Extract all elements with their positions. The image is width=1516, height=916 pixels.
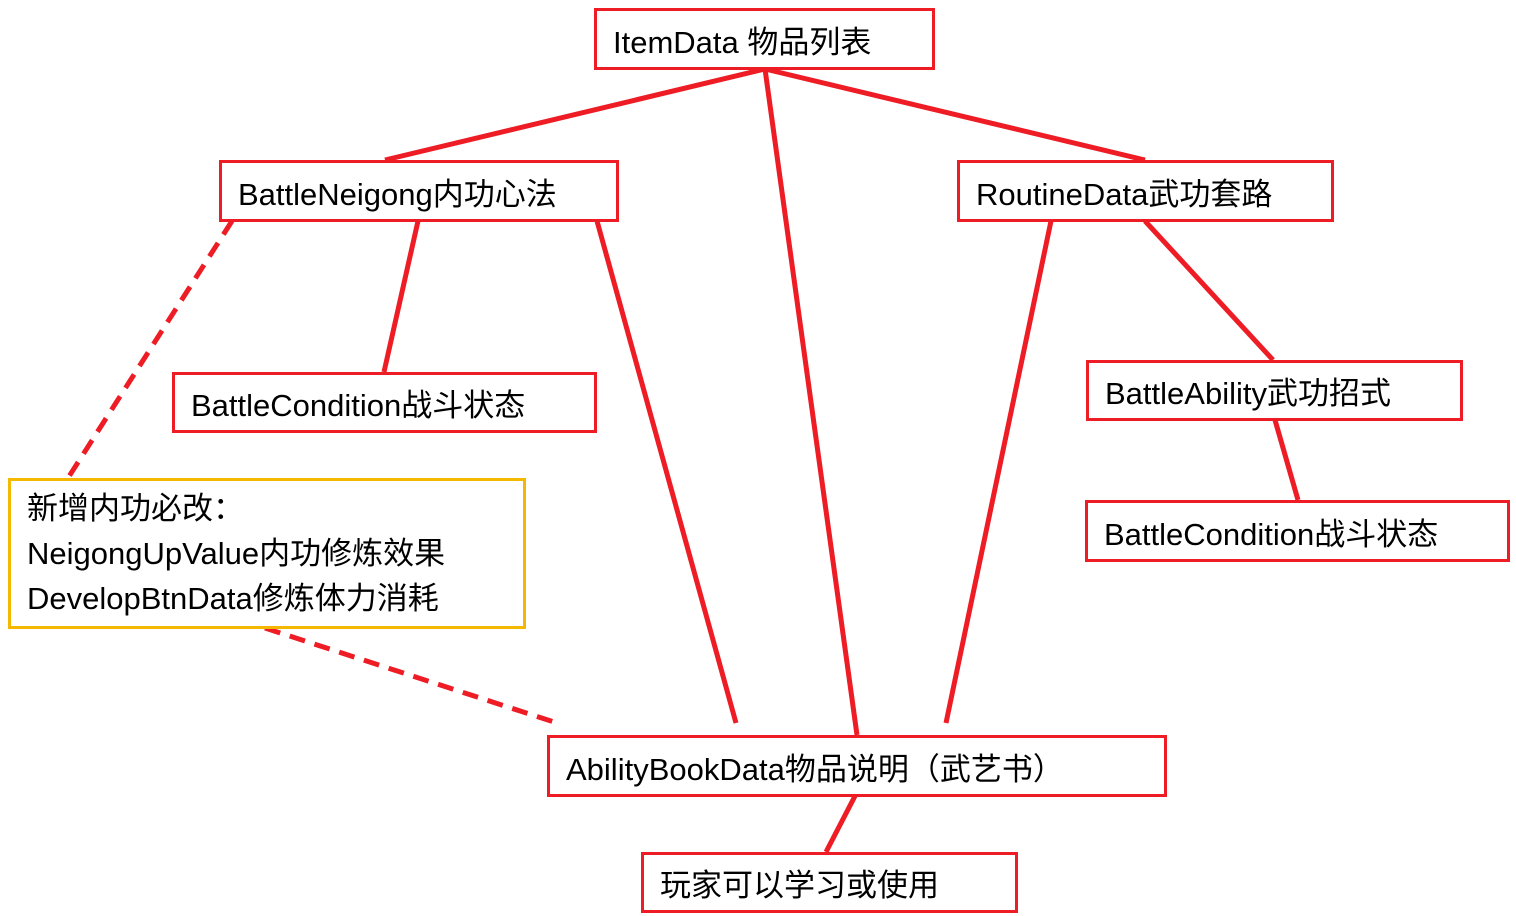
edge-item-to-neigong <box>384 66 766 163</box>
note-box: 新增内功必改： NeigongUpValue内功修炼效果 DevelopBtnD… <box>8 478 526 629</box>
dashed-edge-note-to-abilitybook <box>264 625 558 726</box>
node-ability-book-data: AbilityBookData物品说明（武艺书） <box>547 735 1167 797</box>
edge-item-to-abilitybook <box>762 68 860 736</box>
note-line-1: 新增内功必改： <box>27 491 244 526</box>
node-player-use: 玩家可以学习或使用 <box>641 852 1018 913</box>
edge-ability-to-condition <box>1272 419 1301 501</box>
edge-item-to-routine <box>764 66 1146 163</box>
node-battle-condition-left: BattleCondition战斗状态 <box>172 372 597 433</box>
edge-routine-to-ability <box>1143 219 1275 362</box>
node-battle-ability: BattleAbility武功招式 <box>1086 360 1463 421</box>
edge-abilitybook-to-player <box>823 794 858 854</box>
node-battle-condition-right: BattleCondition战斗状态 <box>1085 500 1510 562</box>
node-battle-neigong: BattleNeigong内功心法 <box>219 160 619 222</box>
edge-neigong-to-abilitybook <box>594 220 739 724</box>
node-item-data: ItemData 物品列表 <box>594 8 935 70</box>
note-line-3: DevelopBtnData修炼体力消耗 <box>27 581 439 616</box>
edge-neigong-to-condition <box>381 220 421 373</box>
node-routine-data: RoutineData武功套路 <box>957 160 1334 222</box>
note-line-2: NeigongUpValue内功修炼效果 <box>27 536 446 571</box>
edge-routine-to-abilitybook <box>943 220 1054 724</box>
dashed-edge-neigong-to-note <box>65 219 235 480</box>
